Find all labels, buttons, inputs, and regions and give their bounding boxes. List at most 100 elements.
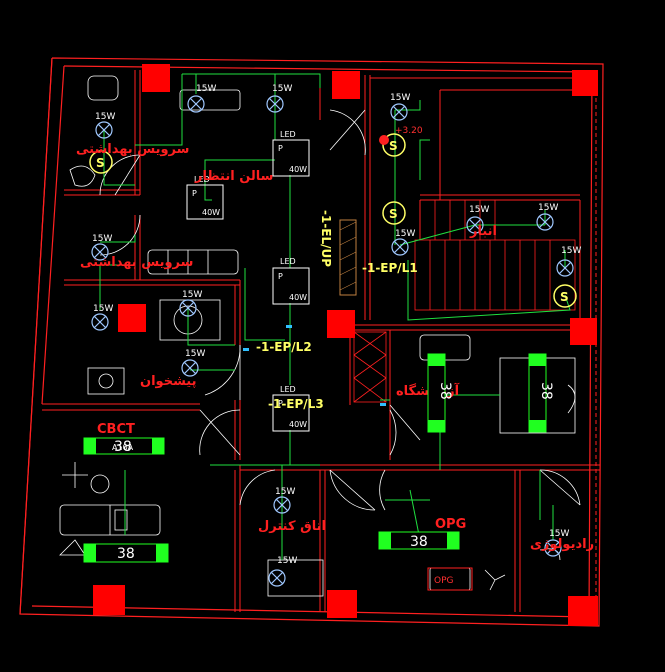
svg-text:15W: 15W — [93, 304, 113, 314]
lamp-15w — [268, 569, 286, 587]
svg-text:-1-EL/UP: -1-EL/UP — [319, 210, 333, 267]
svg-text:15W: 15W — [469, 205, 489, 215]
led-panel — [272, 267, 310, 305]
svg-text:LED: LED — [280, 130, 296, 139]
svg-text:38: 38 — [114, 439, 132, 455]
svg-text:OPG: OPG — [434, 576, 454, 586]
svg-text:P: P — [278, 399, 283, 408]
lamp-15w — [536, 213, 554, 231]
svg-text:15W: 15W — [182, 290, 202, 300]
lamp-15w — [544, 539, 562, 557]
column — [93, 585, 125, 615]
column — [568, 596, 598, 626]
switch-s — [553, 284, 577, 308]
lamp-15w — [390, 103, 408, 121]
svg-text:S: S — [389, 139, 398, 153]
lamp-15w — [556, 259, 574, 277]
switch-s — [382, 201, 406, 225]
doors — [99, 109, 581, 511]
lamp-15w — [95, 121, 113, 139]
svg-text:LED: LED — [194, 175, 210, 184]
svg-text:15W: 15W — [185, 349, 205, 359]
svg-text:CBCT: CBCT — [97, 422, 135, 437]
svg-text:سرویس بهداشتی: سرویس بهداشتی — [80, 255, 193, 270]
cabinets: 38 A10A 38 38 38 38 — [83, 353, 554, 563]
svg-text:15W: 15W — [390, 93, 410, 103]
svg-text:15W: 15W — [395, 229, 415, 239]
svg-text:15W: 15W — [549, 529, 569, 539]
stairs — [414, 200, 576, 311]
svg-text:P: P — [278, 272, 283, 281]
lamp-labels: 15W 15W 15W 15W 15W 15W 15W 15W 15W 15W … — [92, 84, 581, 566]
lamp-15w — [187, 95, 205, 113]
svg-text:سرویس بهداشتی: سرویس بهداشتی — [76, 142, 189, 157]
svg-text:15W: 15W — [275, 487, 295, 497]
switch-fixtures: S S S S — [89, 133, 577, 308]
elevator-hatch — [339, 219, 357, 296]
svg-text:-1-EP/L3: -1-EP/L3 — [268, 397, 324, 411]
svg-text:رادیولوژی: رادیولوژی — [530, 537, 594, 552]
interior-walls — [42, 70, 600, 612]
svg-text:15W: 15W — [196, 84, 216, 94]
svg-text:38: 38 — [410, 534, 428, 550]
column — [572, 70, 598, 96]
room-names: سالن انتظار سرویس بهداشتی پیشخوان اتاق ک… — [76, 142, 594, 552]
lamp-15w — [179, 299, 197, 317]
lamp-15w — [91, 313, 109, 331]
svg-text:15W: 15W — [561, 246, 581, 256]
column — [142, 64, 170, 92]
svg-text:40W: 40W — [289, 293, 307, 302]
lamp-15w — [466, 216, 484, 234]
svg-text:-1-EP/L2: -1-EP/L2 — [256, 340, 312, 354]
columns — [93, 64, 598, 626]
switch-s — [89, 150, 113, 174]
svg-text:+3.20: +3.20 — [395, 126, 423, 136]
svg-text:پیشخوان: پیشخوان — [140, 374, 197, 389]
svg-text:انبار: انبار — [469, 224, 497, 239]
svg-text:38: 38 — [437, 382, 453, 400]
lamp-15w — [391, 238, 409, 256]
svg-text:OPG: OPG — [435, 517, 466, 532]
svg-text:S: S — [560, 290, 569, 304]
led-panel — [272, 394, 310, 432]
lamp-15w — [181, 359, 199, 377]
switch-s — [382, 133, 406, 157]
svg-text:38: 38 — [117, 546, 135, 562]
lamp-15w — [273, 496, 291, 514]
svg-text:LED: LED — [280, 257, 296, 266]
column — [327, 590, 357, 618]
svg-text:40W: 40W — [289, 420, 307, 429]
svg-text:S: S — [96, 156, 105, 170]
svg-text:40W: 40W — [202, 208, 220, 217]
svg-text:سالن انتظار: سالن انتظار — [194, 169, 273, 184]
svg-text:15W: 15W — [272, 84, 292, 94]
led-panels: LED P 40W LED P 40W LED P 40W LED P 40W — [186, 130, 310, 432]
column — [332, 71, 360, 99]
svg-text:15W: 15W — [277, 556, 297, 566]
svg-text:S: S — [389, 207, 398, 221]
svg-text:P: P — [278, 144, 283, 153]
lamps-15w — [91, 95, 574, 587]
svg-text:LED: LED — [280, 385, 296, 394]
panel-labels: -1-EL/UP -1-EP/L1 -1-EP/L2 -1-EP/L3 — [256, 210, 418, 411]
svg-text:-1-EP/L1: -1-EP/L1 — [362, 261, 418, 275]
svg-text:اتاق کنترل: اتاق کنترل — [258, 519, 326, 534]
column — [118, 304, 146, 332]
svg-text:40W: 40W — [289, 165, 307, 174]
lamp-15w — [266, 95, 284, 113]
wiring — [99, 73, 571, 560]
column — [327, 310, 355, 338]
column — [570, 318, 597, 345]
level-marker — [379, 135, 389, 145]
svg-text:15W: 15W — [95, 112, 115, 122]
opg-unit — [427, 567, 473, 591]
shaft-crosses — [353, 331, 387, 403]
svg-text:38: 38 — [538, 382, 554, 400]
svg-text:P: P — [192, 189, 197, 198]
svg-text:A10A: A10A — [112, 443, 134, 452]
svg-text:15W: 15W — [92, 234, 112, 244]
svg-text:15W: 15W — [538, 203, 558, 213]
panel-markers — [243, 325, 386, 406]
led-panel — [186, 184, 224, 220]
